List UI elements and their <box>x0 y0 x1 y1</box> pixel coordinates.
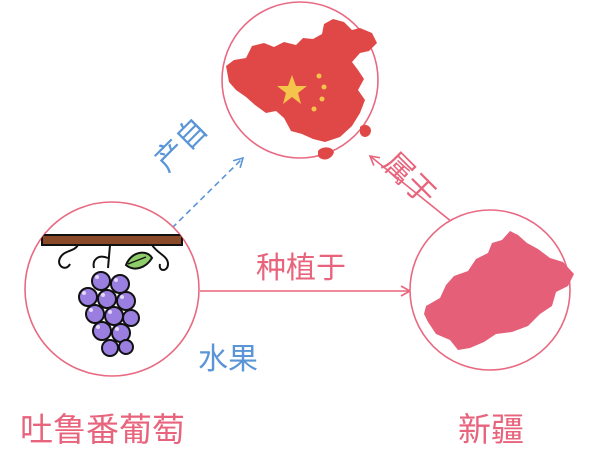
grape-icon <box>41 234 183 357</box>
edge-label-grape-to-xinjiang: 种植于 <box>256 251 346 286</box>
xinjiang-map-icon <box>424 231 574 350</box>
node-xinjiang <box>409 209 574 371</box>
china-map-icon <box>226 19 377 160</box>
edge-xinjiang-to-china <box>368 154 453 223</box>
grape-category-tag: 水果 <box>198 342 258 377</box>
node-grape <box>24 201 200 377</box>
trellis-bar <box>41 234 183 246</box>
node-label-grape: 吐鲁番葡萄 <box>20 410 185 449</box>
node-china <box>221 1 379 160</box>
node-label-xinjiang: 新疆 <box>458 410 524 449</box>
edge-grape-to-china <box>171 156 245 229</box>
